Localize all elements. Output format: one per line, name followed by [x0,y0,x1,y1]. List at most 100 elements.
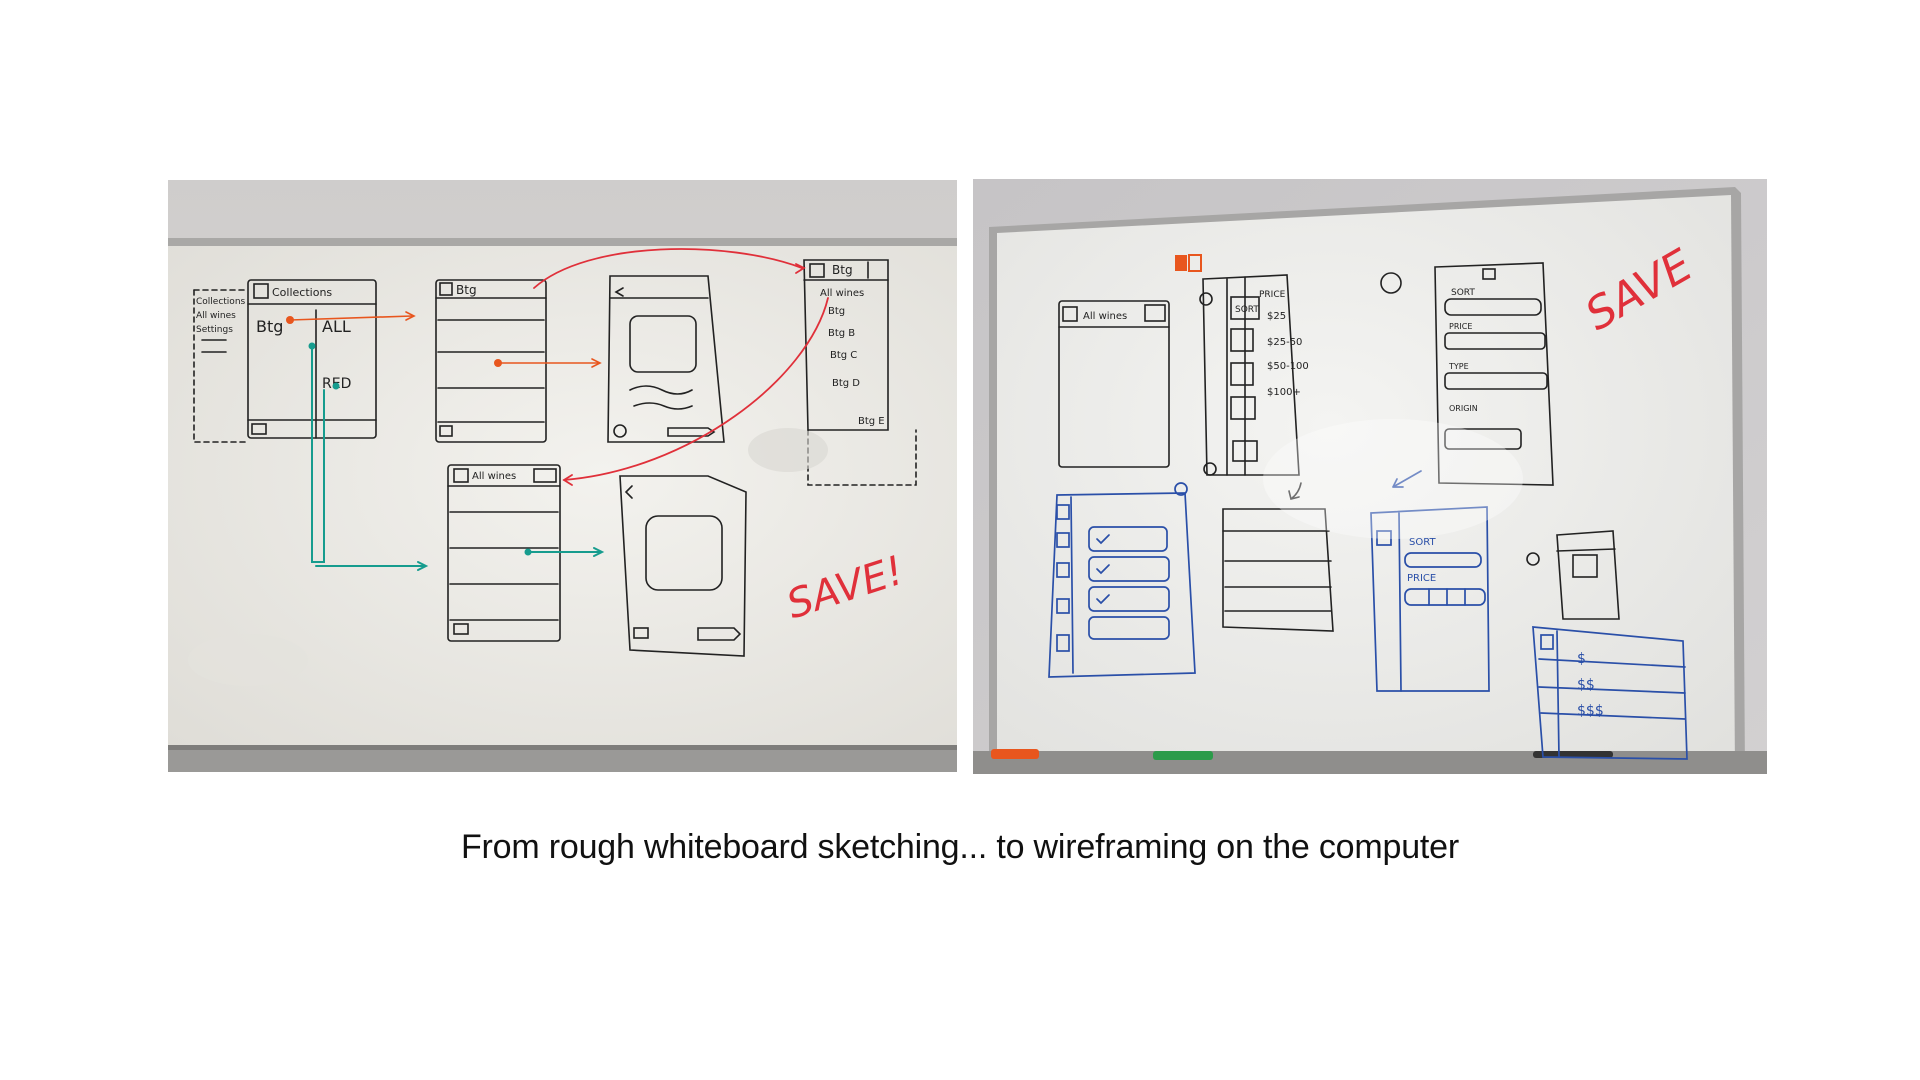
hand-btg-b: Btg B [828,328,855,339]
red-arrow-btg-to-dropdown [533,248,803,289]
teal-marker-arrows [311,345,605,571]
hand-blue-dollar-1: $ [1577,651,1586,667]
orange-marker [991,749,1039,759]
label-c-circle [1526,552,1540,566]
blue-phone-2 [1370,506,1490,692]
light-glare [1263,419,1523,539]
cart-icon-box-2 [439,425,453,437]
phone-sketch-detail-2 [619,475,747,657]
cart-icon-3 [613,424,627,438]
eraser-smudge-2 [188,634,308,686]
hand-price-2: $25-50 [1267,337,1302,348]
green-marker [1153,751,1213,760]
teal-dot-2 [332,382,340,390]
blue-price-table [1532,626,1688,760]
black-marker [1533,751,1613,758]
type-icon-box [1230,362,1254,386]
hand-price-3: $50-100 [1267,361,1309,372]
blue-arrow [1392,470,1422,488]
orange-arrowhead-1 [405,311,416,321]
type-segment [1444,372,1548,390]
back-chevron [614,287,624,297]
phone-sketch-btg-rows [435,297,547,423]
origin-segment [1444,428,1522,450]
hand-blue-dollar-3: $$$ [1577,703,1604,719]
blue-sidebar-icon-4 [1056,598,1070,614]
blue-list-item-1 [1088,526,1168,552]
hand-all-wines: All wines [196,311,236,321]
all-wines-menu-icon [1062,306,1078,322]
teal-arrowhead-2 [593,547,605,557]
blue-sort-bar [1404,552,1482,568]
black-handwriting: All wines SORT PRICE $25 $25-50 $50-100 … [1083,288,1478,413]
blue-phone-2-icon [1376,530,1392,546]
blue-phone-1 [1048,492,1196,678]
hand-blue-dollar-2: $$ [1577,677,1595,693]
orange-marker-arrows [289,311,602,368]
origin-icon-box [1230,396,1256,420]
phone-c-box [1572,554,1598,578]
whiteboard-photo-right: All wines SORT PRICE $25 $25-50 $50-100 … [973,179,1767,774]
hand-collections: Collections [196,297,246,307]
blue-list-item-3 [1088,586,1170,612]
blue-checkmarks [1096,534,1110,605]
blue-sidebar-icon-3 [1056,562,1070,578]
price-icon-box [1230,328,1254,352]
all-wines-filter-icon [1144,304,1166,322]
red-marker-arrows [533,248,829,486]
hand-sort-b: SORT [1451,288,1475,298]
label-a-circle [1199,292,1213,306]
hand-all-wines-title: All wines [472,471,516,482]
orange-magnet-outline [1188,254,1202,272]
sort-button-box [1230,296,1260,320]
blue-sidebar-icon-2 [1056,532,1070,548]
orange-dot-1 [286,316,294,324]
phone-sketch-filter-a [1202,274,1300,476]
hand-origin-b: ORIGIN [1449,404,1478,413]
close-icon-box [1232,440,1258,462]
marker-tray-edge [168,745,957,750]
blue-phone-2-sidebar [1398,512,1402,692]
results-rows [1222,530,1332,612]
blue-price-segments [1428,588,1466,606]
orange-arrowhead-2 [591,358,602,368]
blue-label-circle [1174,482,1188,496]
whiteboard-photo-left: Collections All wines Settings Collectio… [168,180,957,772]
hand-type-b: TYPE [1448,362,1469,371]
phone-sketch-results [1222,508,1334,632]
hand-btg-a: Btg [828,306,845,317]
phone-c-header [1556,548,1616,552]
hand-blue-price: PRICE [1407,573,1436,584]
all-wines-menu-icon [453,468,469,483]
blue-phone-1-sidebar [1070,496,1074,674]
detail-add-button [667,427,716,437]
marker-tray [973,751,1767,774]
hand-all-wines-2: All wines [820,288,864,299]
detail-2-image-box [645,515,723,591]
teal-arrowhead-1 [417,561,429,571]
hand-btg-title: Btg [456,283,477,297]
hand-btg-c: Btg C [830,350,857,361]
phone-sketch-all-wines [1058,300,1170,468]
blue-list-item-4 [1088,616,1170,640]
whiteboard-photo-left-drawing: Collections All wines Settings Collectio… [168,180,957,772]
all-wines-rows [447,485,561,621]
blue-handwriting: SORT PRICE $ $$ $$$ [1407,537,1604,719]
hand-btg-d: Btg D [832,378,860,389]
blue-sidebar-icon-5 [1056,634,1070,652]
hand-price-1: $25 [1267,311,1286,322]
red-arrowhead-1 [795,263,806,274]
dropdown-icon-box [809,263,825,278]
detail-2-add-button [697,627,742,641]
menu-icon-box [253,283,269,299]
down-arrow [1288,482,1302,500]
detail-image-box [629,315,697,373]
hand-all-wines: All wines [1083,311,1127,322]
all-wines-cart-icon [453,623,469,635]
phone-sketch-detail [607,275,725,443]
sort-segment [1444,298,1542,316]
blue-marker-sketches [1048,470,1688,760]
phone-sketch-c [1556,530,1620,620]
blue-price-bar [1404,588,1486,606]
orange-arrow-1 [289,315,413,321]
